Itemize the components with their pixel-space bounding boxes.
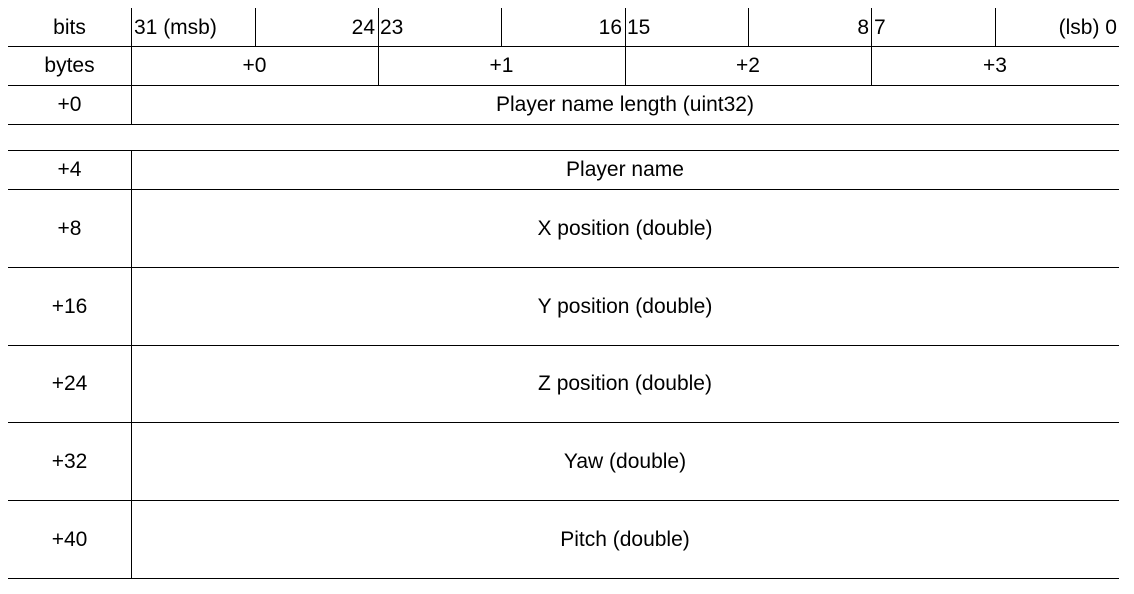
field-z-position: Z position (double)	[538, 372, 712, 395]
byte-column-label: +0	[242, 54, 267, 77]
rule-row-6-bottom	[8, 500, 1119, 501]
byte-divider	[871, 46, 872, 85]
rule-header-bottom	[8, 46, 1119, 47]
byte-column-label: +2	[736, 54, 760, 77]
field-y-position: Y position (double)	[537, 294, 713, 318]
bit-tick-8: 8	[857, 16, 869, 39]
rule-row-2-top	[8, 150, 1119, 151]
row-offset: +0	[57, 93, 82, 116]
field-gap	[131, 124, 1119, 150]
bit-tick-16: 16	[598, 16, 622, 39]
label-column-divider	[131, 8, 132, 124]
row-offset: +4	[57, 158, 82, 181]
bit-tick-23: 23	[380, 16, 404, 39]
field-player-name-length: Player name length (uint32)	[496, 93, 754, 116]
field-pitch: Pitch (double)	[560, 527, 690, 551]
bits-label: bits	[53, 15, 86, 39]
bit-divider	[255, 8, 256, 46]
field-player-name: Player name	[566, 158, 684, 181]
row-offset: +8	[57, 216, 82, 240]
bit-divider	[748, 8, 749, 46]
row-offset: +24	[51, 372, 88, 395]
bit-divider	[995, 8, 996, 46]
row-offset: +32	[51, 449, 88, 473]
rule-row-5-bottom	[8, 422, 1119, 423]
bit-divider	[871, 8, 872, 46]
byte-column-label: +1	[489, 54, 514, 77]
bit-tick-24: 24	[351, 16, 375, 39]
label-column-divider	[131, 150, 132, 578]
rule-row-4-bottom	[8, 345, 1119, 346]
byte-divider	[625, 46, 626, 85]
rule-bytes-bottom	[8, 85, 1119, 86]
bit-divider	[378, 8, 379, 46]
row-offset: +16	[51, 294, 88, 318]
row-offset	[8, 124, 131, 150]
rule-row-0-bottom	[8, 124, 1119, 125]
row-offset: +40	[51, 527, 88, 551]
bit-tick-31-msb: 31 (msb)	[134, 16, 217, 39]
field-x-position: X position (double)	[537, 216, 713, 240]
bit-divider	[625, 8, 626, 46]
bit-tick-15: 15	[627, 16, 651, 39]
byte-divider	[378, 46, 379, 85]
rule-row-3-bottom	[8, 267, 1119, 268]
bytes-label: bytes	[44, 54, 95, 77]
field-yaw: Yaw (double)	[563, 449, 687, 473]
bit-tick-7: 7	[874, 16, 886, 39]
bit-divider	[501, 8, 502, 46]
byte-column-label: +3	[983, 54, 1007, 77]
rule-row-2-bottom	[8, 189, 1119, 190]
rule-row-7-bottom	[8, 578, 1119, 579]
bit-tick-0-lsb: (lsb) 0	[1058, 16, 1117, 39]
